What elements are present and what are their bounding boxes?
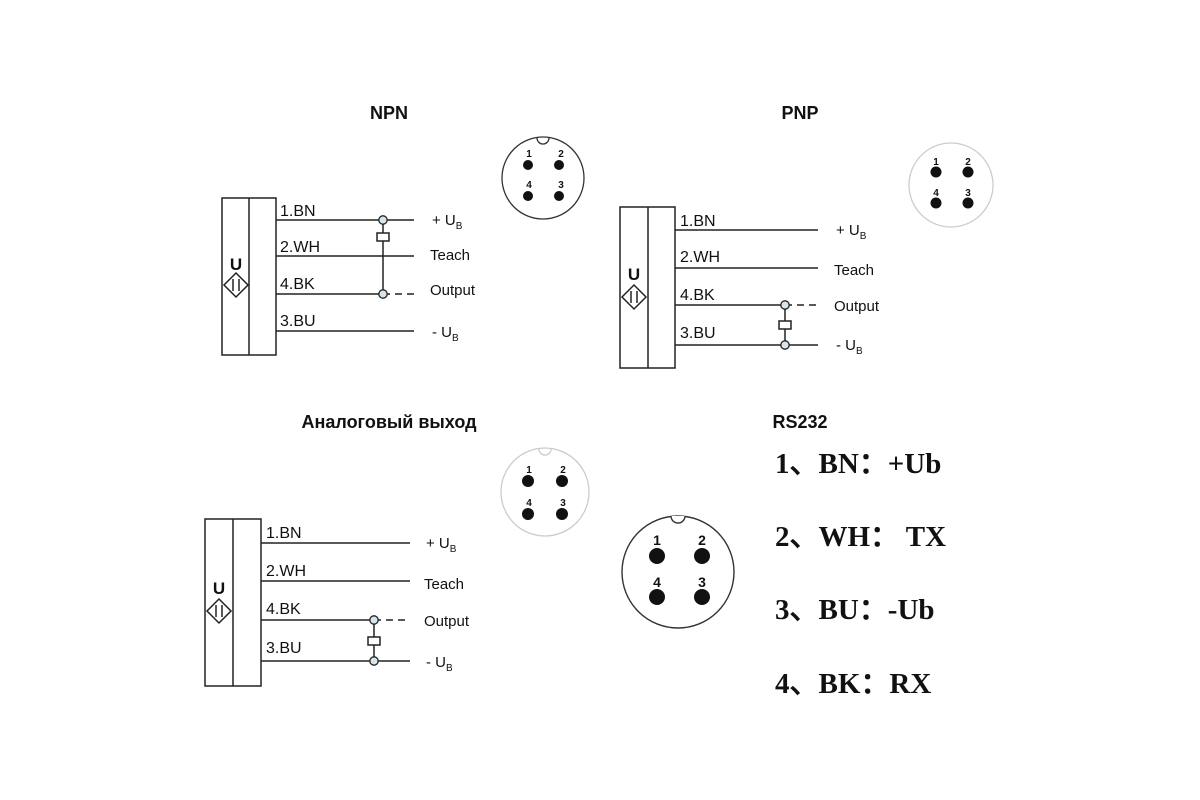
pnp-pin-label: 2 bbox=[965, 157, 971, 168]
analog-resistor bbox=[367, 636, 381, 646]
npn-sensor-letter: U bbox=[230, 255, 242, 274]
analog-sensor-letter: U bbox=[213, 579, 225, 598]
analog-signal-label: - UB bbox=[426, 654, 453, 674]
rs232-diagram: RS232 1 2 4 3 1、BN：+Ub 2、WH： TX 3、BU：-Ub… bbox=[621, 412, 946, 700]
npn-sensor-symbol-icon bbox=[222, 271, 250, 299]
pnp-wire-label: 4.BK bbox=[680, 287, 715, 304]
analog-diagram: Аналоговый выход U 1.BN 2.WH 4.BK 3.BU +… bbox=[204, 412, 590, 687]
analog-node-top bbox=[369, 615, 379, 625]
analog-sensor-symbol-icon bbox=[205, 597, 233, 625]
npn-signal-label: + UB bbox=[432, 212, 463, 232]
pnp-resistor bbox=[778, 320, 792, 330]
pnp-title: PNP bbox=[781, 103, 818, 123]
npn-pin-label: 4 bbox=[526, 180, 532, 191]
pnp-wire-label: 3.BU bbox=[680, 325, 716, 342]
pnp-signal-label: Output bbox=[834, 298, 880, 315]
pnp-node-top bbox=[780, 300, 790, 310]
rs232-connector-icon: 1 2 4 3 bbox=[621, 515, 735, 629]
analog-title: Аналоговый выход bbox=[301, 412, 477, 432]
pnp-sensor-symbol-icon bbox=[620, 283, 648, 311]
npn-wire-label: 1.BN bbox=[280, 203, 316, 220]
npn-diagram: NPN U 1.BN 2.WH 4.BK 3.BU + UB Teach Out… bbox=[221, 103, 585, 356]
rs232-pinout-line: 3、BU：-Ub bbox=[775, 594, 935, 626]
npn-node-top bbox=[378, 215, 388, 225]
pnp-pin-label: 1 bbox=[933, 157, 939, 168]
npn-signal-label: - UB bbox=[432, 324, 459, 344]
npn-title: NPN bbox=[370, 103, 408, 123]
pnp-pin-label: 3 bbox=[965, 188, 971, 199]
pnp-signal-label: + UB bbox=[836, 222, 867, 242]
pnp-node-bottom bbox=[780, 340, 790, 350]
pnp-signal-label: Teach bbox=[834, 262, 874, 279]
pnp-wire-label: 1.BN bbox=[680, 213, 716, 230]
npn-wire-label: 2.WH bbox=[280, 239, 320, 256]
npn-signal-label: Output bbox=[430, 282, 476, 299]
rs232-pinout-line: 1、BN：+Ub bbox=[775, 448, 941, 480]
analog-wire-label: 2.WH bbox=[266, 563, 306, 580]
pnp-sensor-letter: U bbox=[628, 265, 640, 284]
rs232-pin-label: 3 bbox=[698, 574, 706, 590]
pnp-wire-label: 2.WH bbox=[680, 249, 720, 266]
npn-signal-label: Teach bbox=[430, 247, 470, 264]
analog-pin-label: 2 bbox=[560, 465, 566, 476]
analog-signal-label: Output bbox=[424, 613, 470, 630]
analog-signal-label: + UB bbox=[426, 535, 457, 555]
analog-wire-label: 1.BN bbox=[266, 525, 302, 542]
rs232-pinout-line: 4、BK：RX bbox=[775, 668, 931, 700]
pnp-connector-icon: 1 2 4 3 bbox=[908, 142, 994, 228]
pnp-pin-label: 4 bbox=[933, 188, 939, 199]
rs232-pin-label: 2 bbox=[698, 532, 706, 548]
analog-pin-label: 4 bbox=[526, 498, 532, 509]
npn-node-bottom bbox=[378, 289, 388, 299]
npn-pin-label: 3 bbox=[558, 180, 564, 191]
pnp-diagram: PNP U 1.BN 2.WH 4.BK 3.BU + UB Teach Out… bbox=[619, 103, 994, 369]
npn-wire-label: 4.BK bbox=[280, 276, 315, 293]
npn-pin-label: 1 bbox=[526, 149, 532, 160]
analog-connector-icon: 1 2 4 3 bbox=[500, 447, 590, 537]
npn-pin-label: 2 bbox=[558, 149, 564, 160]
analog-pin-label: 3 bbox=[560, 498, 566, 509]
rs232-pin-label: 4 bbox=[653, 574, 661, 590]
pnp-signal-label: - UB bbox=[836, 337, 863, 357]
rs232-title: RS232 bbox=[772, 412, 827, 432]
npn-connector-icon: 1 2 4 3 bbox=[501, 136, 585, 220]
analog-wire-label: 4.BK bbox=[266, 601, 301, 618]
rs232-pin-label: 1 bbox=[653, 532, 661, 548]
analog-wire-label: 3.BU bbox=[266, 640, 302, 657]
analog-pin-label: 1 bbox=[526, 465, 532, 476]
npn-wire-label: 3.BU bbox=[280, 313, 316, 330]
rs232-pinout-line: 2、WH： TX bbox=[775, 521, 946, 553]
analog-signal-label: Teach bbox=[424, 576, 464, 593]
analog-node-bottom bbox=[369, 656, 379, 666]
npn-resistor bbox=[376, 232, 390, 242]
